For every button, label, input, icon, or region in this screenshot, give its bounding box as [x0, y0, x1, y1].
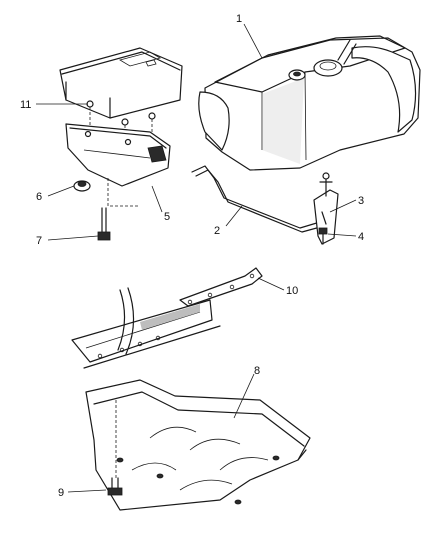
skid-plate[interactable]	[85, 379, 311, 511]
callout-5: 5	[164, 211, 170, 223]
callout-2: 2	[214, 225, 220, 237]
floor-pan-section	[71, 287, 221, 369]
strap-bolt[interactable]	[318, 227, 328, 245]
callout-6: 6	[36, 191, 42, 203]
callout-4: 4	[358, 231, 364, 243]
frame-rail	[59, 47, 183, 119]
skid-bracket[interactable]	[65, 123, 171, 207]
fuel-tank[interactable]	[198, 35, 421, 171]
skid-plate-bolt[interactable]	[107, 477, 123, 496]
skid-nut[interactable]	[73, 180, 91, 192]
mounting-studs[interactable]	[86, 100, 156, 140]
skid-bolt[interactable]	[97, 207, 111, 241]
callout-3: 3	[358, 195, 364, 207]
bracket-plate[interactable]	[179, 267, 263, 307]
callout-9: 9	[58, 487, 64, 499]
callout-10: 10	[286, 285, 298, 297]
callout-1: 1	[236, 13, 242, 25]
leader-lines	[36, 23, 357, 493]
callout-7: 7	[36, 235, 42, 247]
callout-labels: 1 2 3 4 5 6 7 8 9 10 11	[20, 13, 364, 499]
callout-8: 8	[254, 365, 260, 377]
strap-nut[interactable]	[321, 211, 327, 225]
callout-11: 11	[20, 99, 31, 111]
tank-strap[interactable]	[191, 165, 339, 245]
